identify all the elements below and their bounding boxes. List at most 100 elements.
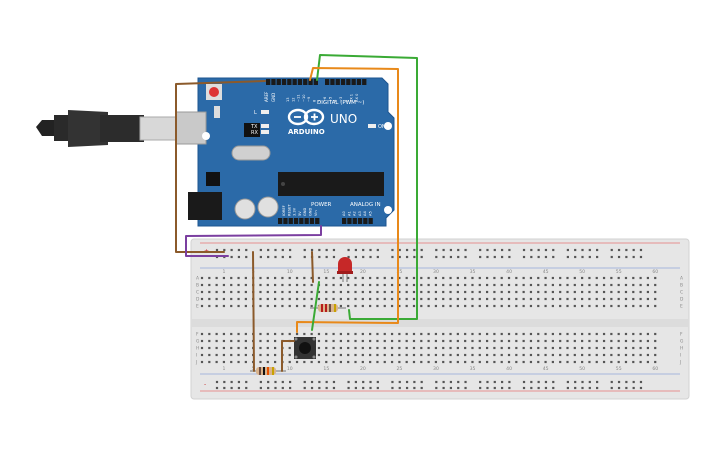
hole[interactable] [595,332,598,336]
hole[interactable] [646,360,650,364]
hole[interactable] [391,386,394,390]
hole[interactable] [639,290,642,294]
hole[interactable] [369,276,372,280]
hole[interactable] [230,248,233,252]
hole[interactable] [442,360,445,364]
hole[interactable] [544,346,547,350]
hole[interactable] [471,332,474,336]
hole[interactable] [398,353,401,357]
header-pin[interactable] [347,218,352,224]
hole[interactable] [632,360,635,364]
hole[interactable] [654,346,657,350]
hole[interactable] [244,290,247,294]
hole[interactable] [529,339,533,343]
hole[interactable] [574,386,577,390]
hole[interactable] [339,332,342,336]
hole[interactable] [230,346,233,350]
hole[interactable] [288,353,291,357]
hole[interactable] [354,332,357,336]
hole[interactable] [354,339,357,343]
header-pin[interactable] [325,79,330,85]
hole[interactable] [288,360,291,364]
hole[interactable] [508,380,511,384]
hole[interactable] [654,297,657,301]
hole[interactable] [259,297,262,301]
hole[interactable] [339,297,342,301]
header-pin[interactable] [351,79,356,85]
hole[interactable] [588,255,591,259]
wire-purple-5v[interactable] [185,225,322,257]
hole[interactable] [361,353,364,357]
hole[interactable] [295,297,299,301]
hole[interactable] [208,332,211,336]
hole[interactable] [398,276,401,280]
hole[interactable] [376,283,379,287]
header-pin[interactable] [287,79,292,85]
hole[interactable] [537,332,540,336]
hole[interactable] [493,339,496,343]
hole[interactable] [237,290,240,294]
hole[interactable] [449,332,452,336]
hole[interactable] [237,353,240,357]
hole[interactable] [456,290,459,294]
hole[interactable] [485,332,489,336]
hole[interactable] [376,386,379,390]
hole[interactable] [427,283,430,287]
hole[interactable] [303,304,306,308]
hole[interactable] [573,353,576,357]
hole[interactable] [625,248,628,252]
hole[interactable] [325,248,328,252]
hole[interactable] [405,255,409,259]
hole[interactable] [413,386,416,390]
hole[interactable] [259,290,262,294]
hole[interactable] [208,339,211,343]
hole[interactable] [617,353,620,357]
hole[interactable] [581,290,584,294]
hole[interactable] [573,339,576,343]
hole[interactable] [478,276,481,280]
hole[interactable] [390,332,394,336]
hole[interactable] [449,360,452,364]
hole[interactable] [361,304,364,308]
header-pin[interactable] [363,218,368,224]
hole[interactable] [485,297,489,301]
hole[interactable] [559,297,562,301]
hole[interactable] [339,304,342,308]
hole[interactable] [624,297,628,301]
hole[interactable] [639,283,642,287]
hole[interactable] [617,339,620,343]
hole[interactable] [507,283,511,287]
hole[interactable] [259,353,262,357]
hole[interactable] [281,297,284,301]
hole[interactable] [595,360,598,364]
hole[interactable] [457,255,460,259]
hole[interactable] [485,304,489,308]
hole[interactable] [390,297,394,301]
hole[interactable] [479,255,482,259]
hole[interactable] [289,255,292,259]
hole[interactable] [317,290,321,294]
hole[interactable] [581,304,584,308]
hole[interactable] [464,360,467,364]
hole[interactable] [456,353,459,357]
hole[interactable] [215,290,218,294]
hole[interactable] [215,276,218,280]
hole[interactable] [442,346,445,350]
hole[interactable] [522,255,526,259]
hole[interactable] [361,290,364,294]
hole[interactable] [317,339,321,343]
hole[interactable] [230,290,233,294]
hole[interactable] [208,297,211,301]
hole[interactable] [646,283,650,287]
hole[interactable] [427,332,430,336]
hole[interactable] [244,346,247,350]
hole[interactable] [200,304,204,308]
hole[interactable] [515,332,518,336]
hole[interactable] [654,353,657,357]
wire-green-signal[interactable] [316,54,418,320]
hole[interactable] [354,380,357,384]
hole[interactable] [420,332,423,336]
hole[interactable] [551,276,554,280]
hole[interactable] [515,360,518,364]
hole[interactable] [646,339,650,343]
